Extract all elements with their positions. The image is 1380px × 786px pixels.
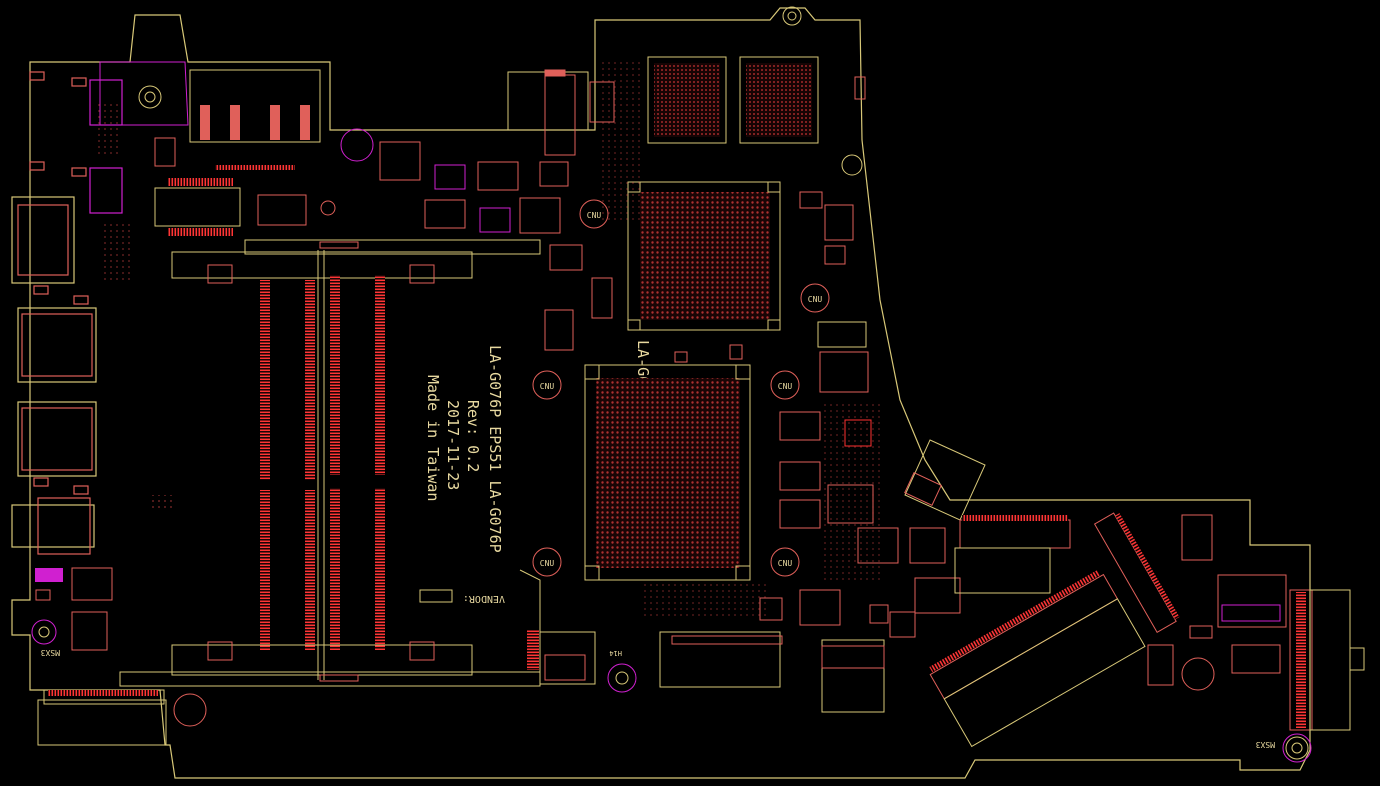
top-left-bracket: [99, 61, 321, 236]
sodimm-slot-4a: [375, 275, 385, 475]
sodimm-slot-1b: [260, 490, 270, 650]
cnu-cap-4: CNU: [770, 370, 800, 400]
usb-port-2: [17, 401, 97, 477]
svg-text:CNU: CNU: [808, 295, 823, 304]
svg-text:CNU: CNU: [778, 559, 793, 568]
sodimm-slot-4b: [375, 488, 385, 650]
usb-port-1: [17, 307, 97, 383]
silkscreen-model-line: LA-G076P EPS51 LA-G076P: [486, 345, 504, 553]
mount-hole-top: [782, 6, 802, 26]
cpu-chip: [584, 364, 751, 581]
bottom-left-components: [31, 567, 637, 746]
svg-text:CNU: CNU: [540, 559, 555, 568]
mounting-holes: [782, 6, 1312, 763]
hdmi-connector: [11, 196, 75, 284]
left-ports: [11, 71, 123, 555]
silkscreen-rev-line: Rev: 0.2: [464, 400, 482, 472]
hole-label-left: MSX3: [41, 648, 60, 657]
cnu-cap-2: CNU: [800, 283, 830, 313]
svg-text:CNU: CNU: [778, 382, 793, 391]
fan-connector-area: [659, 439, 986, 713]
vram-chip-2: [739, 56, 819, 144]
sodimm-slot-2b: [305, 490, 315, 650]
sodimm-slot-2a: [305, 280, 315, 480]
svg-text:CNU: CNU: [540, 382, 555, 391]
right-flex-connectors: [929, 512, 1365, 748]
hole-label-right: MSX3: [1256, 740, 1275, 749]
cnu-cap-5: CNU: [532, 547, 562, 577]
cnu-cap-6: CNU: [770, 547, 800, 577]
hole-label-mid: H14: [609, 649, 622, 657]
board-outline: [11, 7, 1311, 779]
audio-jack: [11, 504, 95, 548]
cnu-cap-3: CNU: [532, 370, 562, 400]
flex-connector-top: [959, 519, 1071, 549]
top-center-components: [257, 69, 615, 351]
gpu-chip: [627, 181, 781, 331]
sodimm-slot-1a: [260, 280, 270, 480]
scattered-pads: [95, 60, 880, 620]
svg-text:CNU: CNU: [587, 211, 602, 220]
flex-connector-vertical: [1093, 512, 1177, 633]
sodimm-slot-3a: [330, 275, 340, 475]
cnu-capacitors: CNU CNU CNU CNU CNU CNU: [532, 199, 830, 577]
vendor-label: VENDOR:: [463, 593, 505, 604]
silkscreen-lines: LA-G076P EPS51 LA-G076P Rev: 0.2 2017-11…: [424, 345, 505, 604]
sodimm-area: [119, 239, 541, 687]
silkscreen-date-line: 2017-11-23: [444, 400, 462, 490]
silkscreen-made-line: Made in Taiwan: [424, 375, 442, 501]
vram-chips: [647, 56, 819, 144]
vram-chip-1: [647, 56, 727, 144]
sodimm-slot-3b: [330, 488, 340, 650]
mount-hole-bottom-right: [1285, 736, 1309, 760]
